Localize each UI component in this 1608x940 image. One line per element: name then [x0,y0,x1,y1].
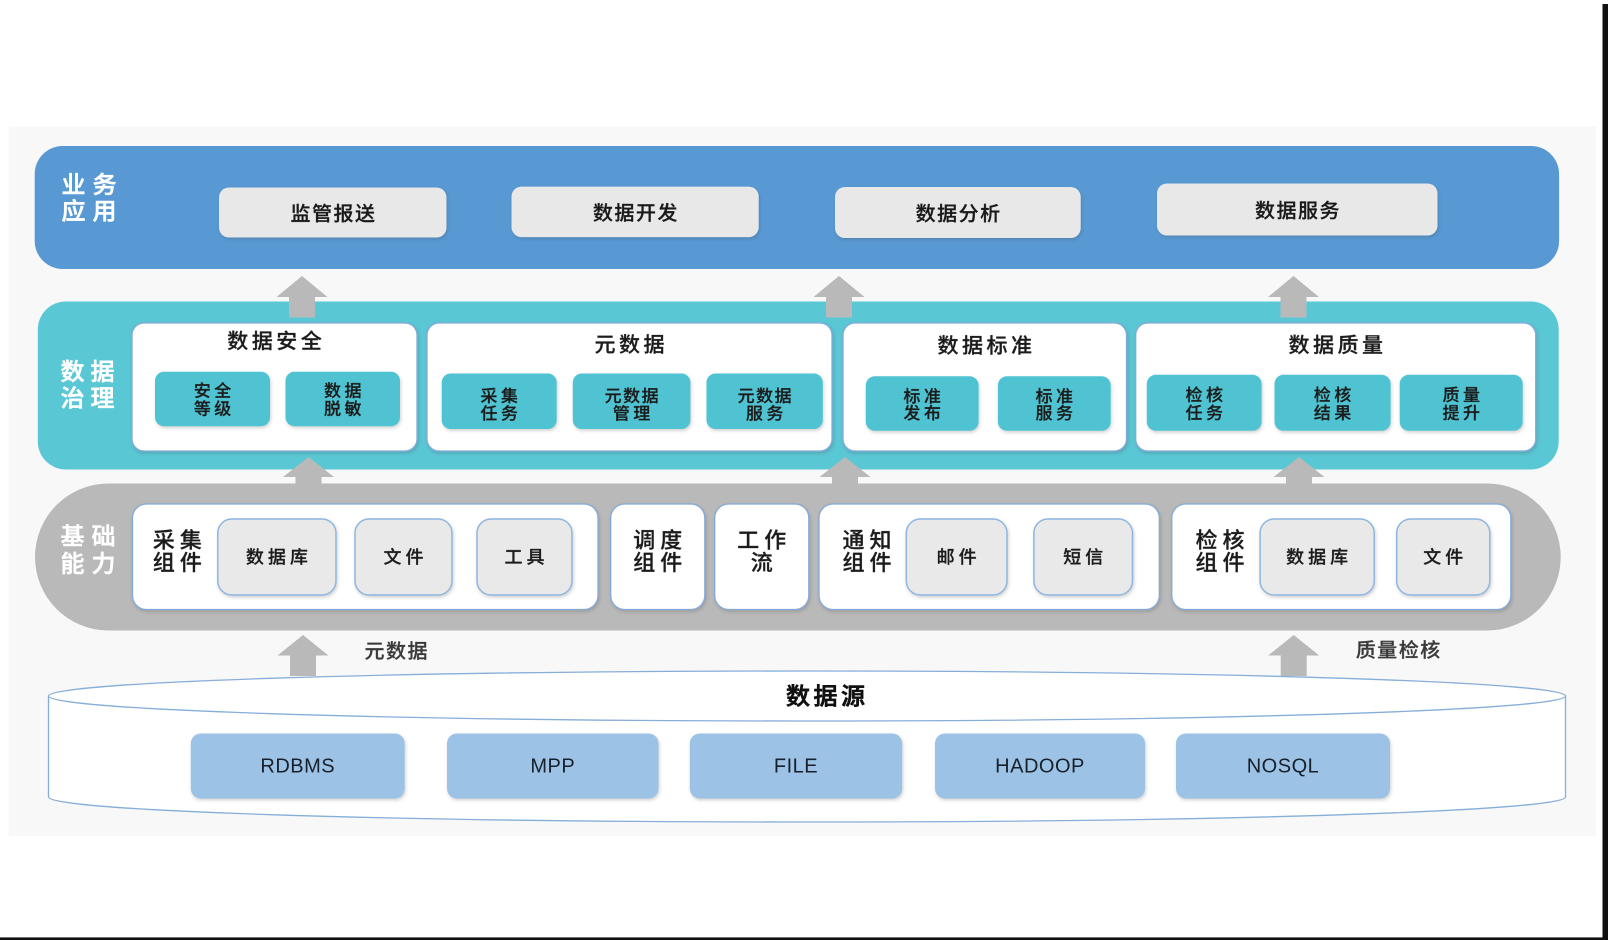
svg-text:FILE: FILE [774,756,818,778]
svg-text:HADOOP: HADOOP [995,756,1085,778]
svg-text:NOSQL: NOSQL [1247,756,1320,778]
svg-text:RDBMS: RDBMS [260,756,335,778]
svg-text:MPP: MPP [530,756,575,778]
